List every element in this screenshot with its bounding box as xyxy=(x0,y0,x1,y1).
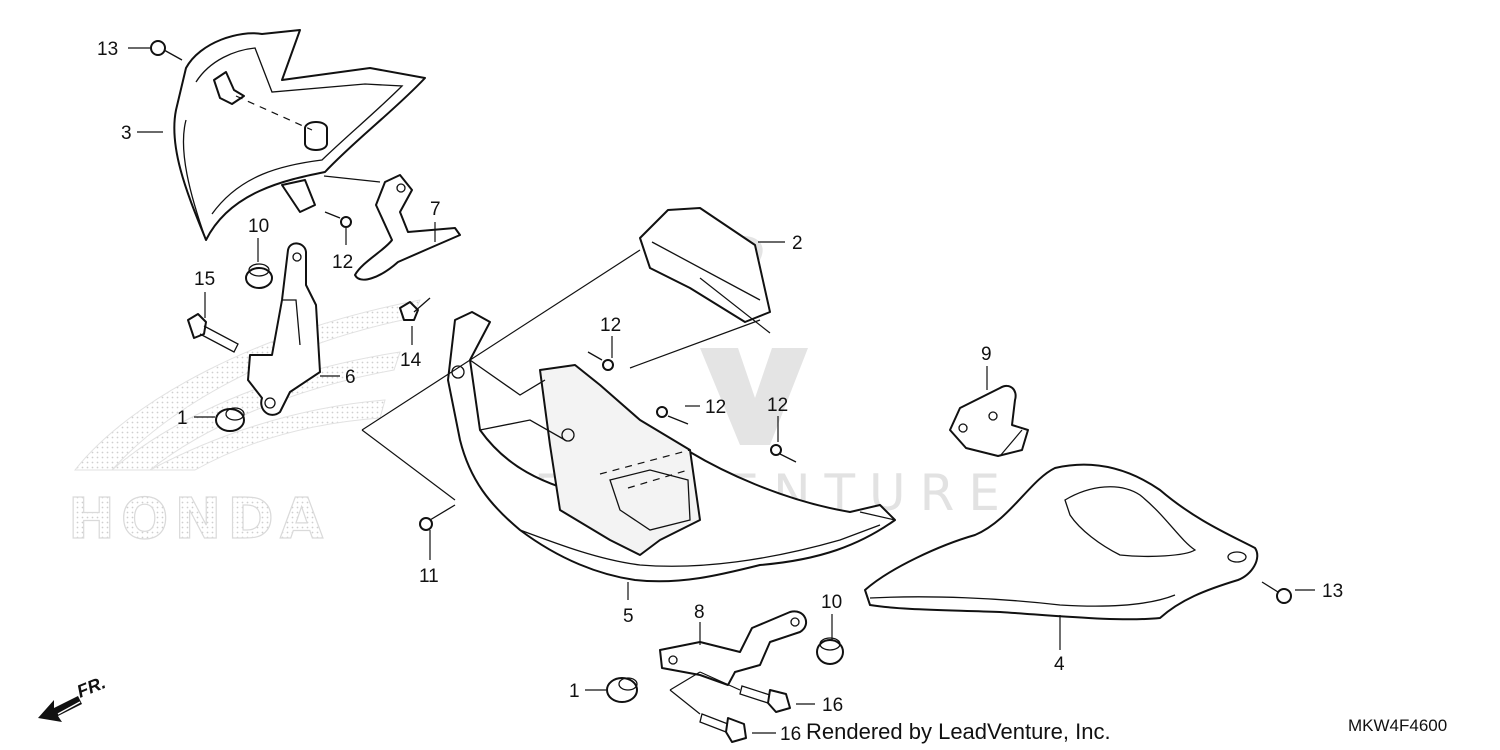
part-12-screw-b xyxy=(587,351,614,371)
part-16-bolt-upper xyxy=(739,685,791,713)
part-13-screw-upper xyxy=(150,40,183,61)
part-14-bolt xyxy=(399,297,431,321)
part-12-screw-c xyxy=(656,406,689,425)
callout-16: 16 xyxy=(822,695,843,716)
callout-4: 4 xyxy=(1054,654,1065,675)
part-9-bracket xyxy=(949,384,1029,457)
callout-7: 7 xyxy=(430,199,441,220)
callout-11: 11 xyxy=(419,566,439,587)
part-15-bolt xyxy=(187,313,239,353)
callout-12: 12 xyxy=(767,395,788,416)
callout-6: 6 xyxy=(345,367,356,388)
callout-5: 5 xyxy=(623,606,634,627)
callout-1: 1 xyxy=(569,681,580,702)
part-8-bracket xyxy=(659,610,808,686)
callout-9: 9 xyxy=(981,344,992,365)
part-5-lower-cowl xyxy=(447,311,896,583)
front-direction-label: FR. xyxy=(74,672,108,701)
part-10-rubber-mount-upper xyxy=(245,263,273,289)
callout-3: 3 xyxy=(121,123,132,144)
callout-16: 16 xyxy=(780,724,801,745)
part-10-rubber-mount-lower xyxy=(816,637,844,665)
callout-leaders xyxy=(128,47,1315,734)
part-16-bolt-lower xyxy=(699,713,747,743)
alignment-lines xyxy=(235,95,1023,715)
part-3-side-cover xyxy=(173,29,426,241)
part-1-grommet-lower xyxy=(606,677,638,703)
part-6-bracket xyxy=(247,242,321,416)
callout-15: 15 xyxy=(194,269,215,290)
callout-12: 12 xyxy=(705,397,726,418)
callout-8: 8 xyxy=(694,602,705,623)
callout-12: 12 xyxy=(332,252,353,273)
part-7-bracket xyxy=(354,174,461,281)
part-12-screw-d xyxy=(770,444,797,463)
honda-watermark-text: HONDA xyxy=(68,487,329,552)
front-direction-arrow-icon: FR. xyxy=(38,672,108,722)
part-2-heat-shield xyxy=(639,207,771,334)
diagram-code: MKW4F4600 xyxy=(1348,716,1448,735)
callout-labels: 13 3 7 12 10 15 6 1 14 2 12 12 12 9 11 5… xyxy=(97,39,1343,745)
honda-wing-watermark: HONDA xyxy=(67,299,421,553)
render-credit: Rendered by LeadVenture, Inc. xyxy=(806,719,1111,744)
callout-13: 13 xyxy=(97,39,118,60)
part-13-screw-lower xyxy=(1261,581,1292,604)
callout-2: 2 xyxy=(792,233,803,254)
callout-12: 12 xyxy=(600,315,621,336)
callout-14: 14 xyxy=(400,350,422,371)
callout-10: 10 xyxy=(821,592,842,613)
callout-13: 13 xyxy=(1322,581,1343,602)
part-4-lower-side-cover xyxy=(864,463,1259,621)
part-11-screw xyxy=(419,504,456,531)
callout-1: 1 xyxy=(177,408,188,429)
callout-10: 10 xyxy=(248,216,269,237)
part-12-screw-a xyxy=(324,211,352,228)
part-1-grommet-upper xyxy=(215,407,245,432)
